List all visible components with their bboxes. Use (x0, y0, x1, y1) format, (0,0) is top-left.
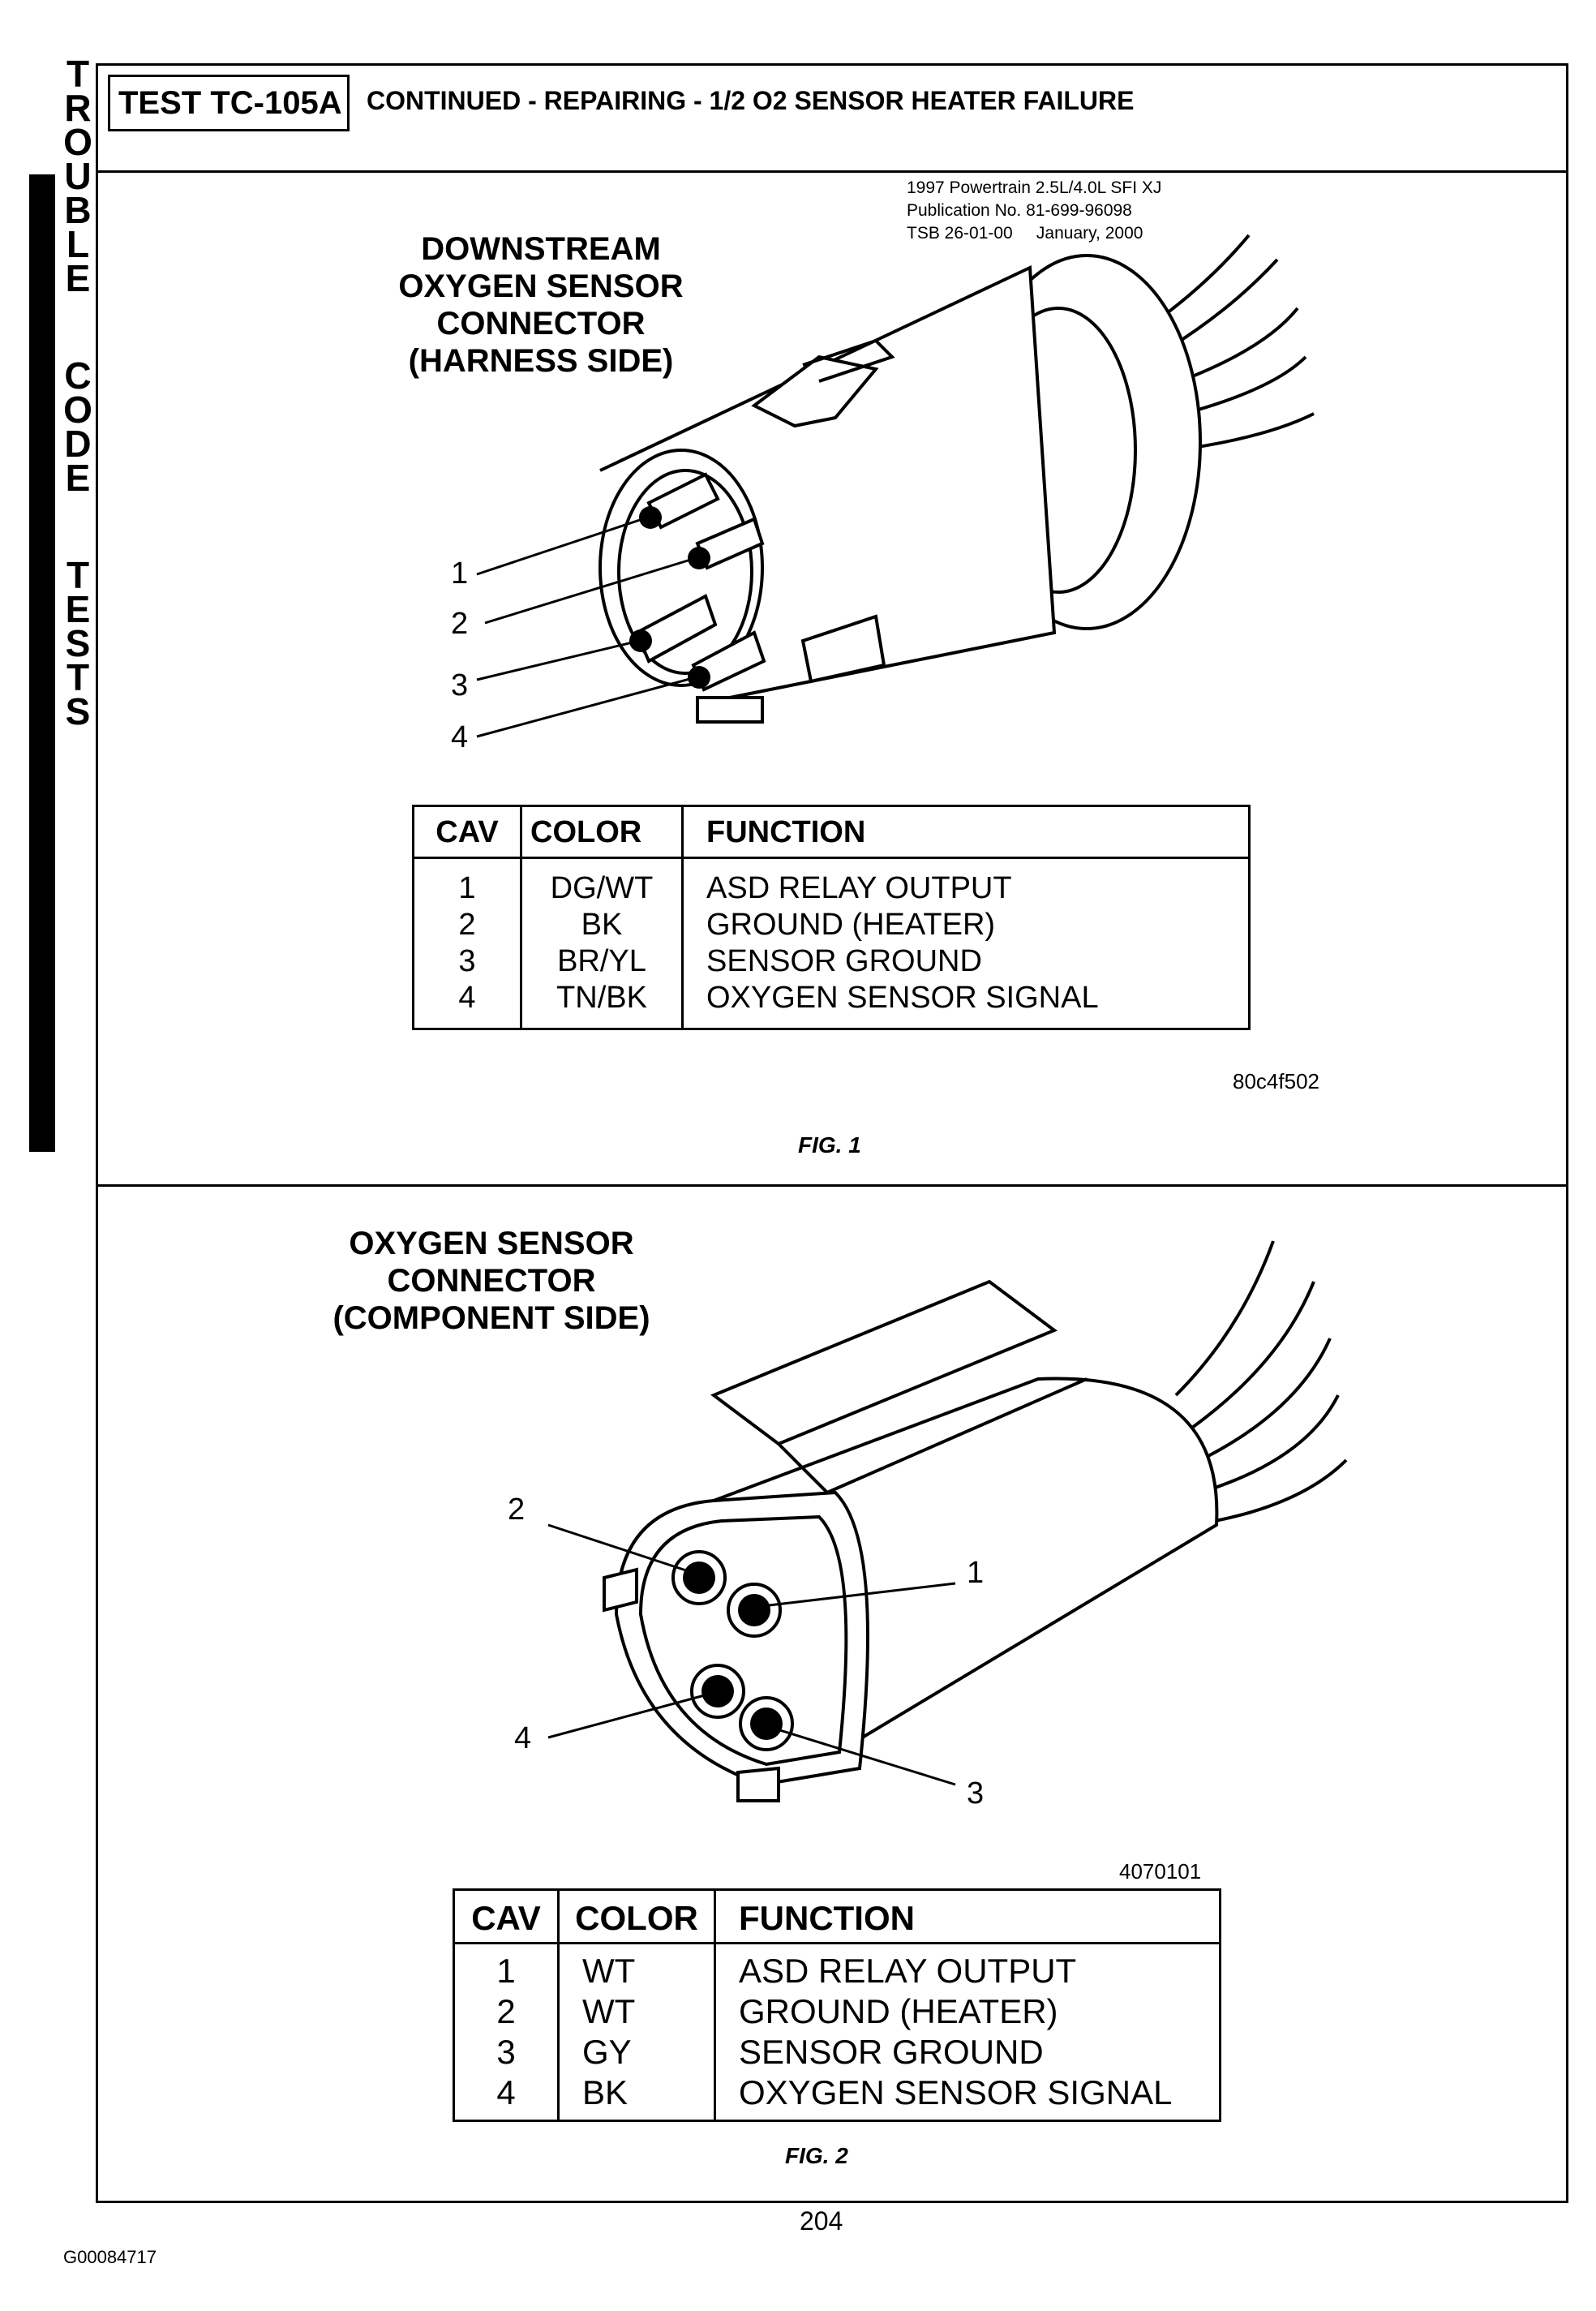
side-letter: E (65, 457, 91, 499)
side-letter: S (65, 622, 91, 664)
table-cell-color: DG/WT BK BR/YL TN/BK (521, 857, 684, 1029)
cell-text: GROUND (HEATER) (739, 1992, 1058, 2030)
test-id-box: TEST TC-105A (108, 75, 350, 131)
fig1-callout-3: 3 (451, 668, 469, 702)
cell-text: 4 (458, 981, 476, 1015)
fig1-caption-line: DOWNSTREAM (421, 231, 661, 267)
cell-text: ASD RELAY OUTPUT (706, 871, 1012, 905)
side-letter: T (66, 53, 90, 95)
cell-text: 1 (458, 871, 476, 905)
figure-divider (96, 1184, 1568, 1187)
table-cell-function: ASD RELAY OUTPUT GROUND (HEATER) SENSOR … (715, 1944, 1221, 2121)
fig2-callout-3: 3 (967, 1776, 985, 1811)
fig1-callout-1: 1 (451, 556, 469, 591)
fig2-callout-1: 1 (967, 1556, 985, 1590)
cell-text: ASD RELAY OUTPUT (739, 1952, 1077, 1990)
side-letter: E (65, 257, 91, 299)
side-letter: C (64, 354, 92, 397)
doc-code: G00084717 (63, 2247, 157, 2267)
fig1-caption: DOWNSTREAM OXYGEN SENSOR CONNECTOR (HARN… (383, 230, 699, 380)
side-letter: T (66, 656, 90, 698)
cell-text: GROUND (HEATER) (706, 908, 996, 942)
side-letter: S (65, 690, 91, 732)
fig2-image-code: 4070101 (1119, 1859, 1202, 1884)
cell-text: SENSOR GROUND (706, 944, 982, 978)
table-header-row: CAV COLOR FUNCTION (453, 1889, 1221, 1944)
side-letter: R (64, 87, 92, 129)
table-header-color: COLOR (558, 1889, 716, 1944)
side-letter: U (64, 155, 92, 197)
table-header-color: COLOR (521, 805, 684, 859)
cell-text: SENSOR GROUND (739, 2033, 1044, 2071)
fig2-caption-line: OXYGEN SENSOR (349, 1226, 634, 1261)
cell-text: TN/BK (556, 981, 647, 1015)
side-letter: B (64, 189, 92, 231)
side-letter: O (63, 121, 92, 163)
cell-text: GY (582, 2033, 632, 2071)
component-pin-tips (683, 1561, 783, 1740)
harness-connector-illustration (598, 234, 1315, 724)
fig2-caption: OXYGEN SENSOR CONNECTOR (COMPONENT SIDE) (321, 1225, 662, 1337)
table-header-row: CAV COLOR FUNCTION (413, 805, 1250, 859)
fig2-caption-line: CONNECTOR (387, 1263, 596, 1299)
page-number: 204 (800, 2206, 843, 2236)
side-letter: O (63, 389, 92, 431)
table-cell-color: WT WT GY BK (558, 1943, 716, 2121)
cell-text: WT (582, 1992, 636, 2030)
cell-text: 4 (496, 2073, 516, 2111)
fig1-caption-line: (HARNESS SIDE) (408, 343, 674, 379)
cell-text: 3 (458, 944, 476, 978)
fig2-callout-2: 2 (508, 1493, 526, 1527)
header-divider (96, 170, 1568, 173)
fig1-caption-line: OXYGEN SENSOR (398, 268, 684, 304)
cell-text: WT (582, 1952, 636, 1990)
fig1-pinout-table: CAV COLOR FUNCTION 1 2 3 4 DG/WT BK BR/Y… (412, 805, 1251, 1030)
side-tab-bar (29, 174, 55, 1152)
table-header-cav: CAV (453, 1889, 560, 1944)
side-letter: E (65, 588, 91, 630)
harness-leader-lines (476, 516, 697, 738)
fig1-callout-2: 2 (451, 607, 469, 641)
cell-text: BK (581, 908, 623, 942)
fig2-label: FIG. 2 (785, 2143, 848, 2168)
publication-line: 1997 Powertrain 2.5L/4.0L SFI XJ (907, 178, 1162, 197)
harness-pin-tips (629, 506, 710, 689)
side-letter: L (66, 223, 90, 265)
component-connector-illustration (603, 1240, 1348, 1802)
cell-text: DG/WT (550, 871, 654, 905)
publication-info: 1997 Powertrain 2.5L/4.0L SFI XJ Publica… (907, 177, 1161, 245)
table-cell-cav: 1 2 3 4 (413, 857, 522, 1029)
side-letter: D (64, 423, 92, 465)
cell-text: 2 (458, 908, 476, 942)
table-row: 1 2 3 4 DG/WT BK BR/YL TN/BK ASD RELAY O… (413, 857, 1250, 1029)
table-header-function: FUNCTION (682, 805, 1250, 859)
publication-line: Publication No. 81-699-96098 (907, 201, 1132, 220)
cell-text: 1 (496, 1952, 516, 1990)
table-cell-cav: 1 2 3 4 (453, 1943, 560, 2121)
table-header-cav: CAV (413, 805, 522, 859)
cell-text: BR/YL (557, 944, 646, 978)
page-title: CONTINUED - REPAIRING - 1/2 O2 SENSOR HE… (367, 86, 1135, 115)
fig1-image-code: 80c4f502 (1233, 1069, 1319, 1093)
table-header-function: FUNCTION (714, 1889, 1221, 1944)
side-letter: T (66, 554, 90, 596)
fig1-caption-line: CONNECTOR (436, 306, 646, 341)
cell-text: OXYGEN SENSOR SIGNAL (706, 981, 1099, 1015)
table-row: 1 2 3 4 WT WT GY BK ASD RELAY OUTPUT GRO… (453, 1943, 1221, 2121)
cell-text: 3 (496, 2033, 516, 2071)
cell-text: OXYGEN SENSOR SIGNAL (739, 2073, 1173, 2111)
fig2-caption-line: (COMPONENT SIDE) (332, 1300, 650, 1336)
fig2-callout-4: 4 (514, 1721, 532, 1755)
table-cell-function: ASD RELAY OUTPUT GROUND (HEATER) SENSOR … (683, 858, 1250, 1029)
page-frame (96, 63, 1568, 2203)
publication-line: TSB 26-01-00 January, 2000 (907, 224, 1143, 243)
cell-text: 2 (496, 1992, 516, 2030)
fig1-callout-4: 4 (451, 720, 469, 754)
component-leader-lines (547, 1523, 956, 1786)
cell-text: BK (582, 2073, 629, 2111)
fig2-pinout-table: CAV COLOR FUNCTION 1 2 3 4 WT WT GY BK A… (453, 1888, 1221, 2122)
fig1-label: FIG. 1 (798, 1132, 861, 1158)
